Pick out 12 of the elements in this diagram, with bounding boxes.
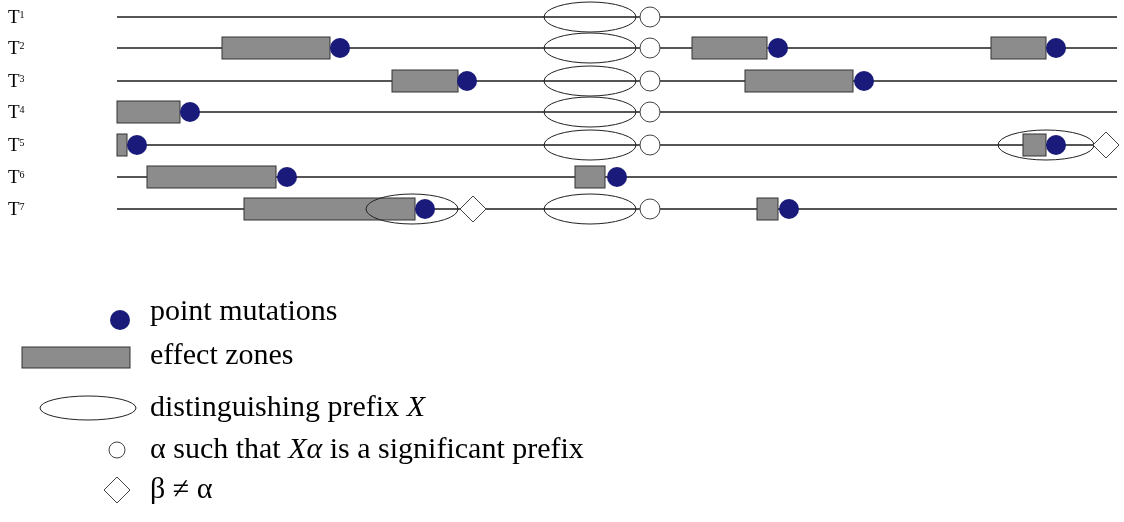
legend-text: β ≠ α: [150, 473, 213, 503]
track-label: T$^{4}$: [8, 102, 25, 121]
legend-text: distinguishing prefix X: [150, 391, 425, 421]
track-label: T$^{3}$: [8, 71, 25, 90]
legend-text: α such that Xα is a significant prefix: [150, 433, 584, 463]
track-label: T$^{2}$: [8, 38, 25, 57]
track-label: T$^{5}$: [8, 135, 25, 154]
legend-text: point mutations: [150, 295, 338, 325]
track-label: T$^{6}$: [8, 167, 25, 186]
track-label: T$^{7}$: [8, 199, 25, 218]
track-label: T$^{1}$: [8, 7, 25, 26]
legend-text: effect zones: [150, 339, 294, 369]
